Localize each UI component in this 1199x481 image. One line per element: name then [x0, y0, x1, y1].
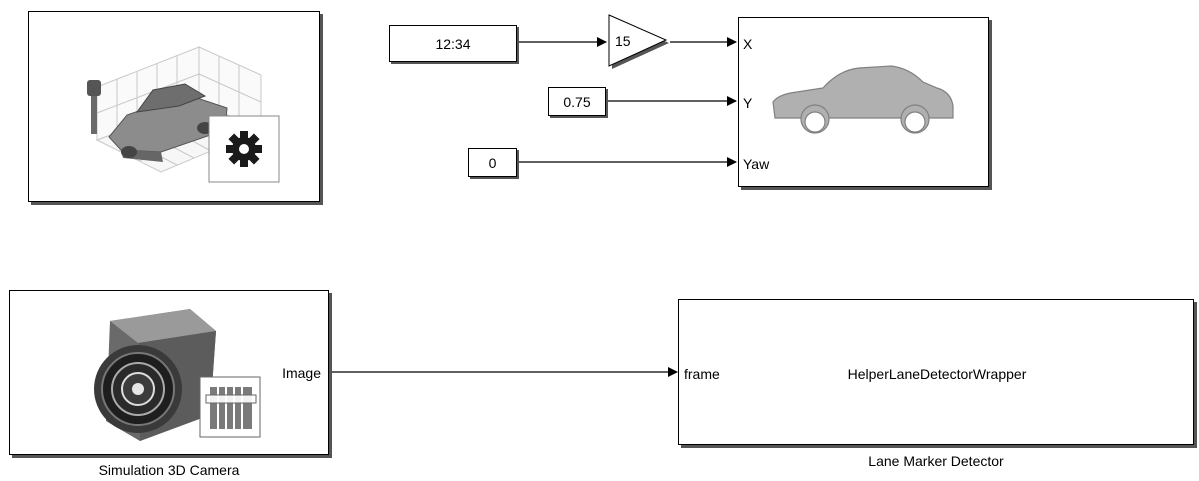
port-y-label: Y — [743, 95, 753, 111]
detector-function-name: HelperLaneDetectorWrapper — [847, 366, 1027, 382]
constant-yaw-block[interactable]: 0 — [468, 148, 517, 177]
constant-x-value: 12:34 — [435, 35, 471, 52]
gain-value: 15 — [615, 33, 631, 49]
gear-icon — [226, 131, 262, 167]
camera-caption: Simulation 3D Camera — [98, 462, 240, 478]
constant-yaw-value: 0 — [488, 154, 497, 171]
car-icon — [772, 65, 954, 134]
constant-y-block[interactable]: 0.75 — [548, 87, 606, 116]
scene-icon — [87, 46, 280, 183]
camera-block[interactable]: Image — [9, 290, 329, 455]
detector-caption: Lane Marker Detector — [868, 453, 1004, 469]
vehicle-block[interactable]: X Y Yaw — [738, 17, 989, 187]
lane-detector-block[interactable]: frame HelperLaneDetectorWrapper — [678, 299, 1194, 445]
port-x-label: X — [743, 36, 753, 52]
detector-input-port-label: frame — [684, 366, 720, 382]
constant-y-value: 0.75 — [563, 93, 591, 110]
camera-icon — [94, 309, 261, 441]
gain-triangle — [608, 14, 669, 69]
gain-block[interactable]: 15 — [606, 12, 672, 72]
constant-x-block[interactable]: 12:34 — [389, 25, 517, 62]
port-yaw-label: Yaw — [743, 156, 770, 172]
scene-configuration-block[interactable] — [28, 11, 320, 202]
camera-output-port-label: Image — [282, 365, 321, 381]
